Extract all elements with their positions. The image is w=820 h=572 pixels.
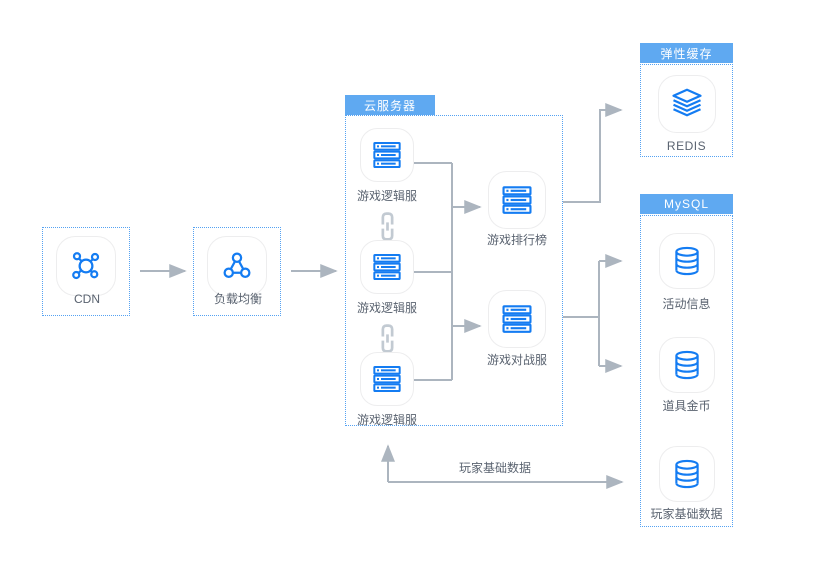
arrow-cloud-to-redis	[563, 103, 623, 203]
battle-server-label: 游戏对战服	[486, 353, 547, 367]
player-db-label: 玩家基础数据	[650, 507, 723, 521]
cdn-label: CDN	[74, 292, 100, 306]
cloud-server-group-box	[345, 115, 563, 426]
chain-link-icon	[379, 210, 396, 243]
server-rack-icon	[360, 352, 414, 406]
elastic-cache-title: 弹性缓存	[660, 46, 713, 61]
mysql-title: MySQL	[663, 197, 709, 211]
load-balancer-icon	[207, 236, 267, 296]
logic-server-3-label: 游戏逻辑服	[356, 413, 417, 427]
load-balancer-label: 负载均衡	[213, 292, 262, 306]
server-rack-icon	[360, 128, 414, 182]
database-icon	[659, 446, 715, 502]
cdn-node-box: CDN	[42, 227, 130, 316]
leaderboard-label: 游戏排行榜	[486, 233, 547, 247]
logic-server-2-label: 游戏逻辑服	[356, 301, 417, 315]
database-icon	[659, 337, 715, 393]
mysql-group-header: MySQL	[640, 194, 733, 214]
chain-link-icon	[379, 322, 396, 355]
redis-label: REDIS	[666, 139, 707, 153]
redis-stack-icon	[658, 75, 716, 133]
elastic-cache-group-header: 弹性缓存	[640, 43, 733, 63]
server-rack-icon	[488, 290, 546, 348]
cloud-server-group-header: 云服务器	[345, 95, 435, 115]
player-data-flow-label: 玩家基础数据	[458, 461, 531, 475]
mysql-group-box	[640, 215, 733, 527]
elastic-cache-group-box	[640, 64, 733, 157]
cdn-network-icon	[56, 236, 116, 296]
server-rack-icon	[360, 240, 414, 294]
database-icon	[659, 233, 715, 289]
activity-db-label: 活动信息	[662, 297, 711, 311]
load-balancer-node-box: 负载均衡	[193, 227, 281, 316]
logic-server-1-label: 游戏逻辑服	[356, 189, 417, 203]
cloud-server-title: 云服务器	[363, 98, 416, 113]
items-db-label: 道具金币	[662, 399, 711, 413]
server-rack-icon	[488, 171, 546, 229]
